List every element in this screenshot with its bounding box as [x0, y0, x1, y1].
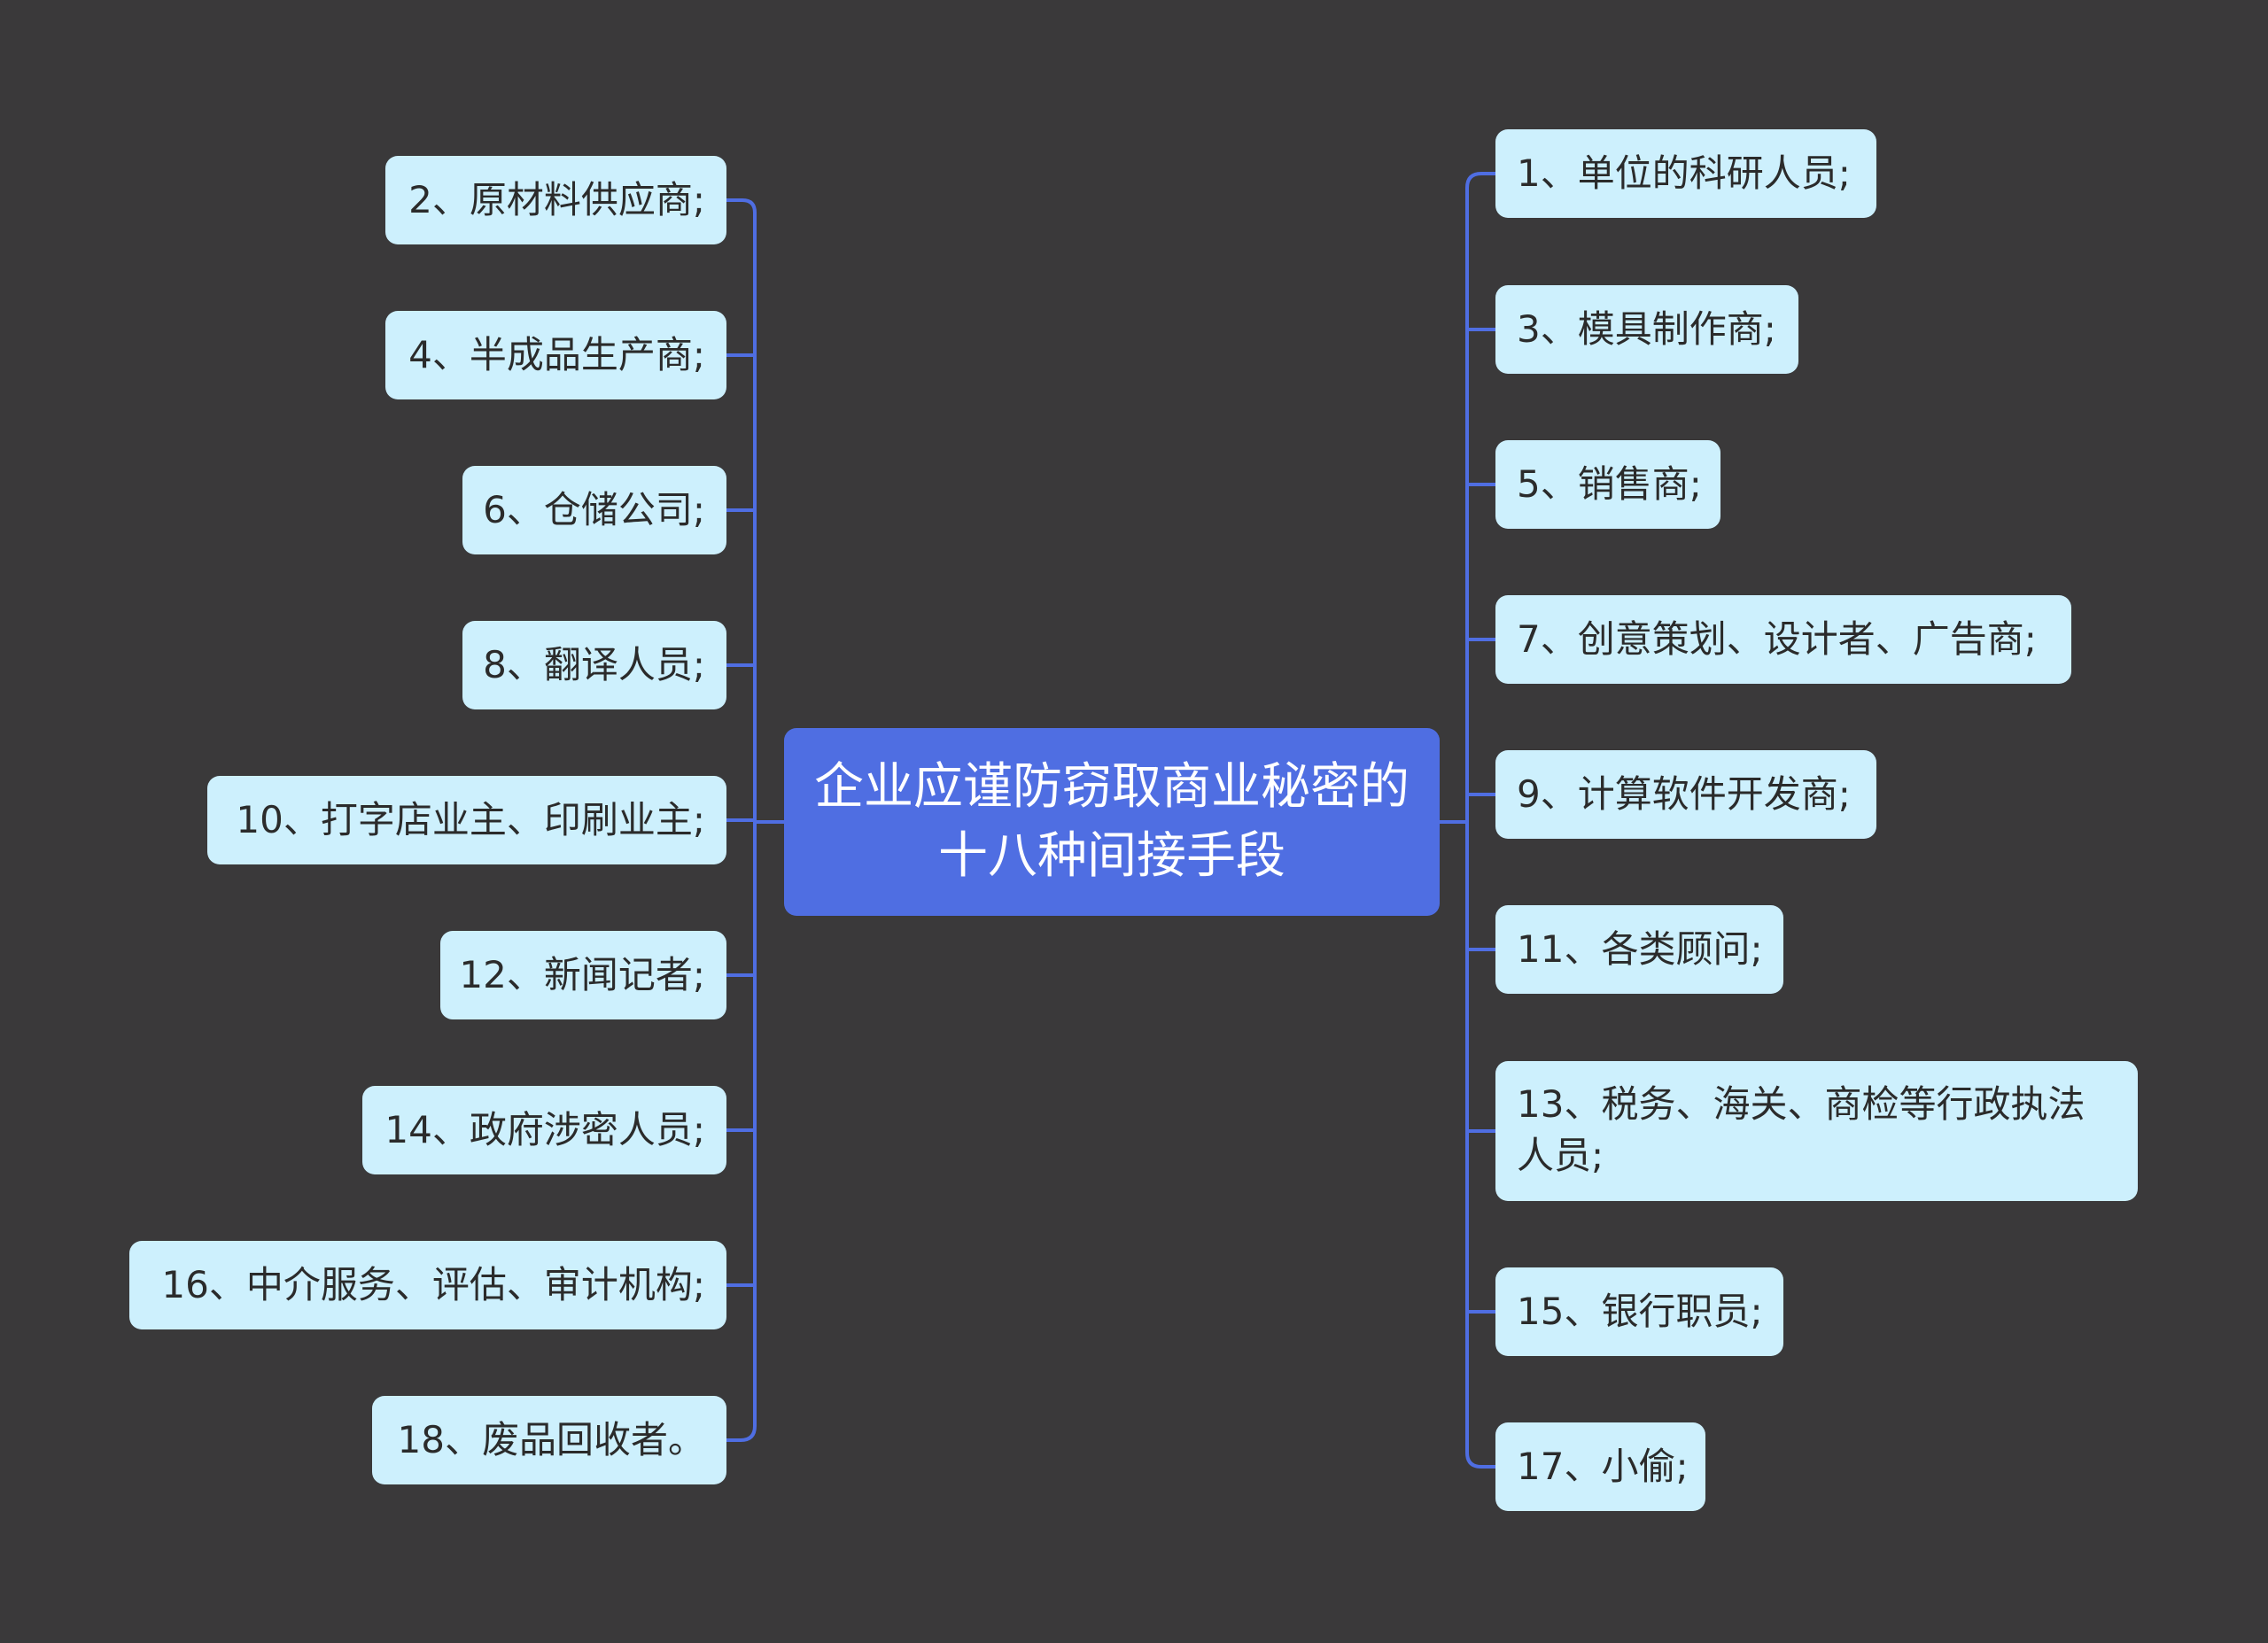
connector-left-bottom: [726, 1425, 757, 1442]
branch-node-18[interactable]: 18、废品回收者。: [372, 1396, 726, 1484]
branch-node-9[interactable]: 9、计算软件开发商;: [1495, 750, 1876, 839]
branch-label: 15、银行职员;: [1517, 1290, 1763, 1333]
branch-label: 18、废品回收者。: [397, 1418, 705, 1461]
central-topic-label: 企业应谨防窃取商业秘密的十八种间接手段: [814, 758, 1410, 885]
branch-label: 8、翻译人员;: [483, 643, 705, 686]
branch-node-11[interactable]: 11、各类顾问;: [1495, 905, 1783, 994]
branch-label: 10、打字店业主、印刷业主;: [236, 798, 705, 841]
branch-label: 12、新闻记者;: [459, 953, 705, 996]
branch-label: 11、各类顾问;: [1517, 927, 1763, 971]
branch-label: 14、政府涉密人员;: [384, 1108, 705, 1151]
branch-node-8[interactable]: 8、翻译人员;: [462, 621, 726, 709]
branch-node-5[interactable]: 5、销售商;: [1495, 440, 1720, 529]
branch-node-12[interactable]: 12、新闻记者;: [440, 931, 726, 1019]
branch-node-3[interactable]: 3、模具制作商;: [1495, 285, 1798, 374]
branch-node-2[interactable]: 2、原材料供应商;: [385, 156, 726, 244]
connector-right-bottom: [1465, 1452, 1495, 1469]
branch-node-1[interactable]: 1、单位的科研人员;: [1495, 129, 1876, 218]
connector-left-top: [726, 198, 757, 213]
central-topic[interactable]: 企业应谨防窃取商业秘密的十八种间接手段: [784, 728, 1440, 916]
branch-label: 17、小偷;: [1517, 1445, 1689, 1488]
branch-label: 3、模具制作商;: [1517, 307, 1776, 351]
branch-label: 1、单位的科研人员;: [1517, 151, 1851, 195]
branch-label: 5、销售商;: [1517, 462, 1702, 506]
connector-right-top: [1465, 172, 1495, 189]
branch-node-6[interactable]: 6、仓储公司;: [462, 466, 726, 554]
branch-label: 16、中介服务、评估、审计机构;: [161, 1263, 705, 1306]
branch-node-7[interactable]: 7、创意策划、设计者、广告商;: [1495, 595, 2071, 684]
branch-node-15[interactable]: 15、银行职员;: [1495, 1267, 1783, 1356]
branch-node-14[interactable]: 14、政府涉密人员;: [362, 1086, 726, 1174]
branch-node-16[interactable]: 16、中介服务、评估、审计机构;: [129, 1241, 726, 1329]
branch-label: 6、仓储公司;: [483, 488, 705, 531]
branch-node-13[interactable]: 13、税务、海关、商检等行政执法人员;: [1495, 1061, 2138, 1201]
branch-label: 13、税务、海关、商检等行政执法人员;: [1517, 1082, 2085, 1177]
branch-node-17[interactable]: 17、小偷;: [1495, 1422, 1705, 1511]
branch-label: 4、半成品生产商;: [408, 333, 705, 376]
branch-node-10[interactable]: 10、打字店业主、印刷业主;: [207, 776, 726, 864]
branch-label: 2、原材料供应商;: [408, 178, 705, 221]
branch-node-4[interactable]: 4、半成品生产商;: [385, 311, 726, 399]
branch-label: 9、计算软件开发商;: [1517, 772, 1851, 816]
branch-label: 7、创意策划、设计者、广告商;: [1517, 617, 2037, 661]
